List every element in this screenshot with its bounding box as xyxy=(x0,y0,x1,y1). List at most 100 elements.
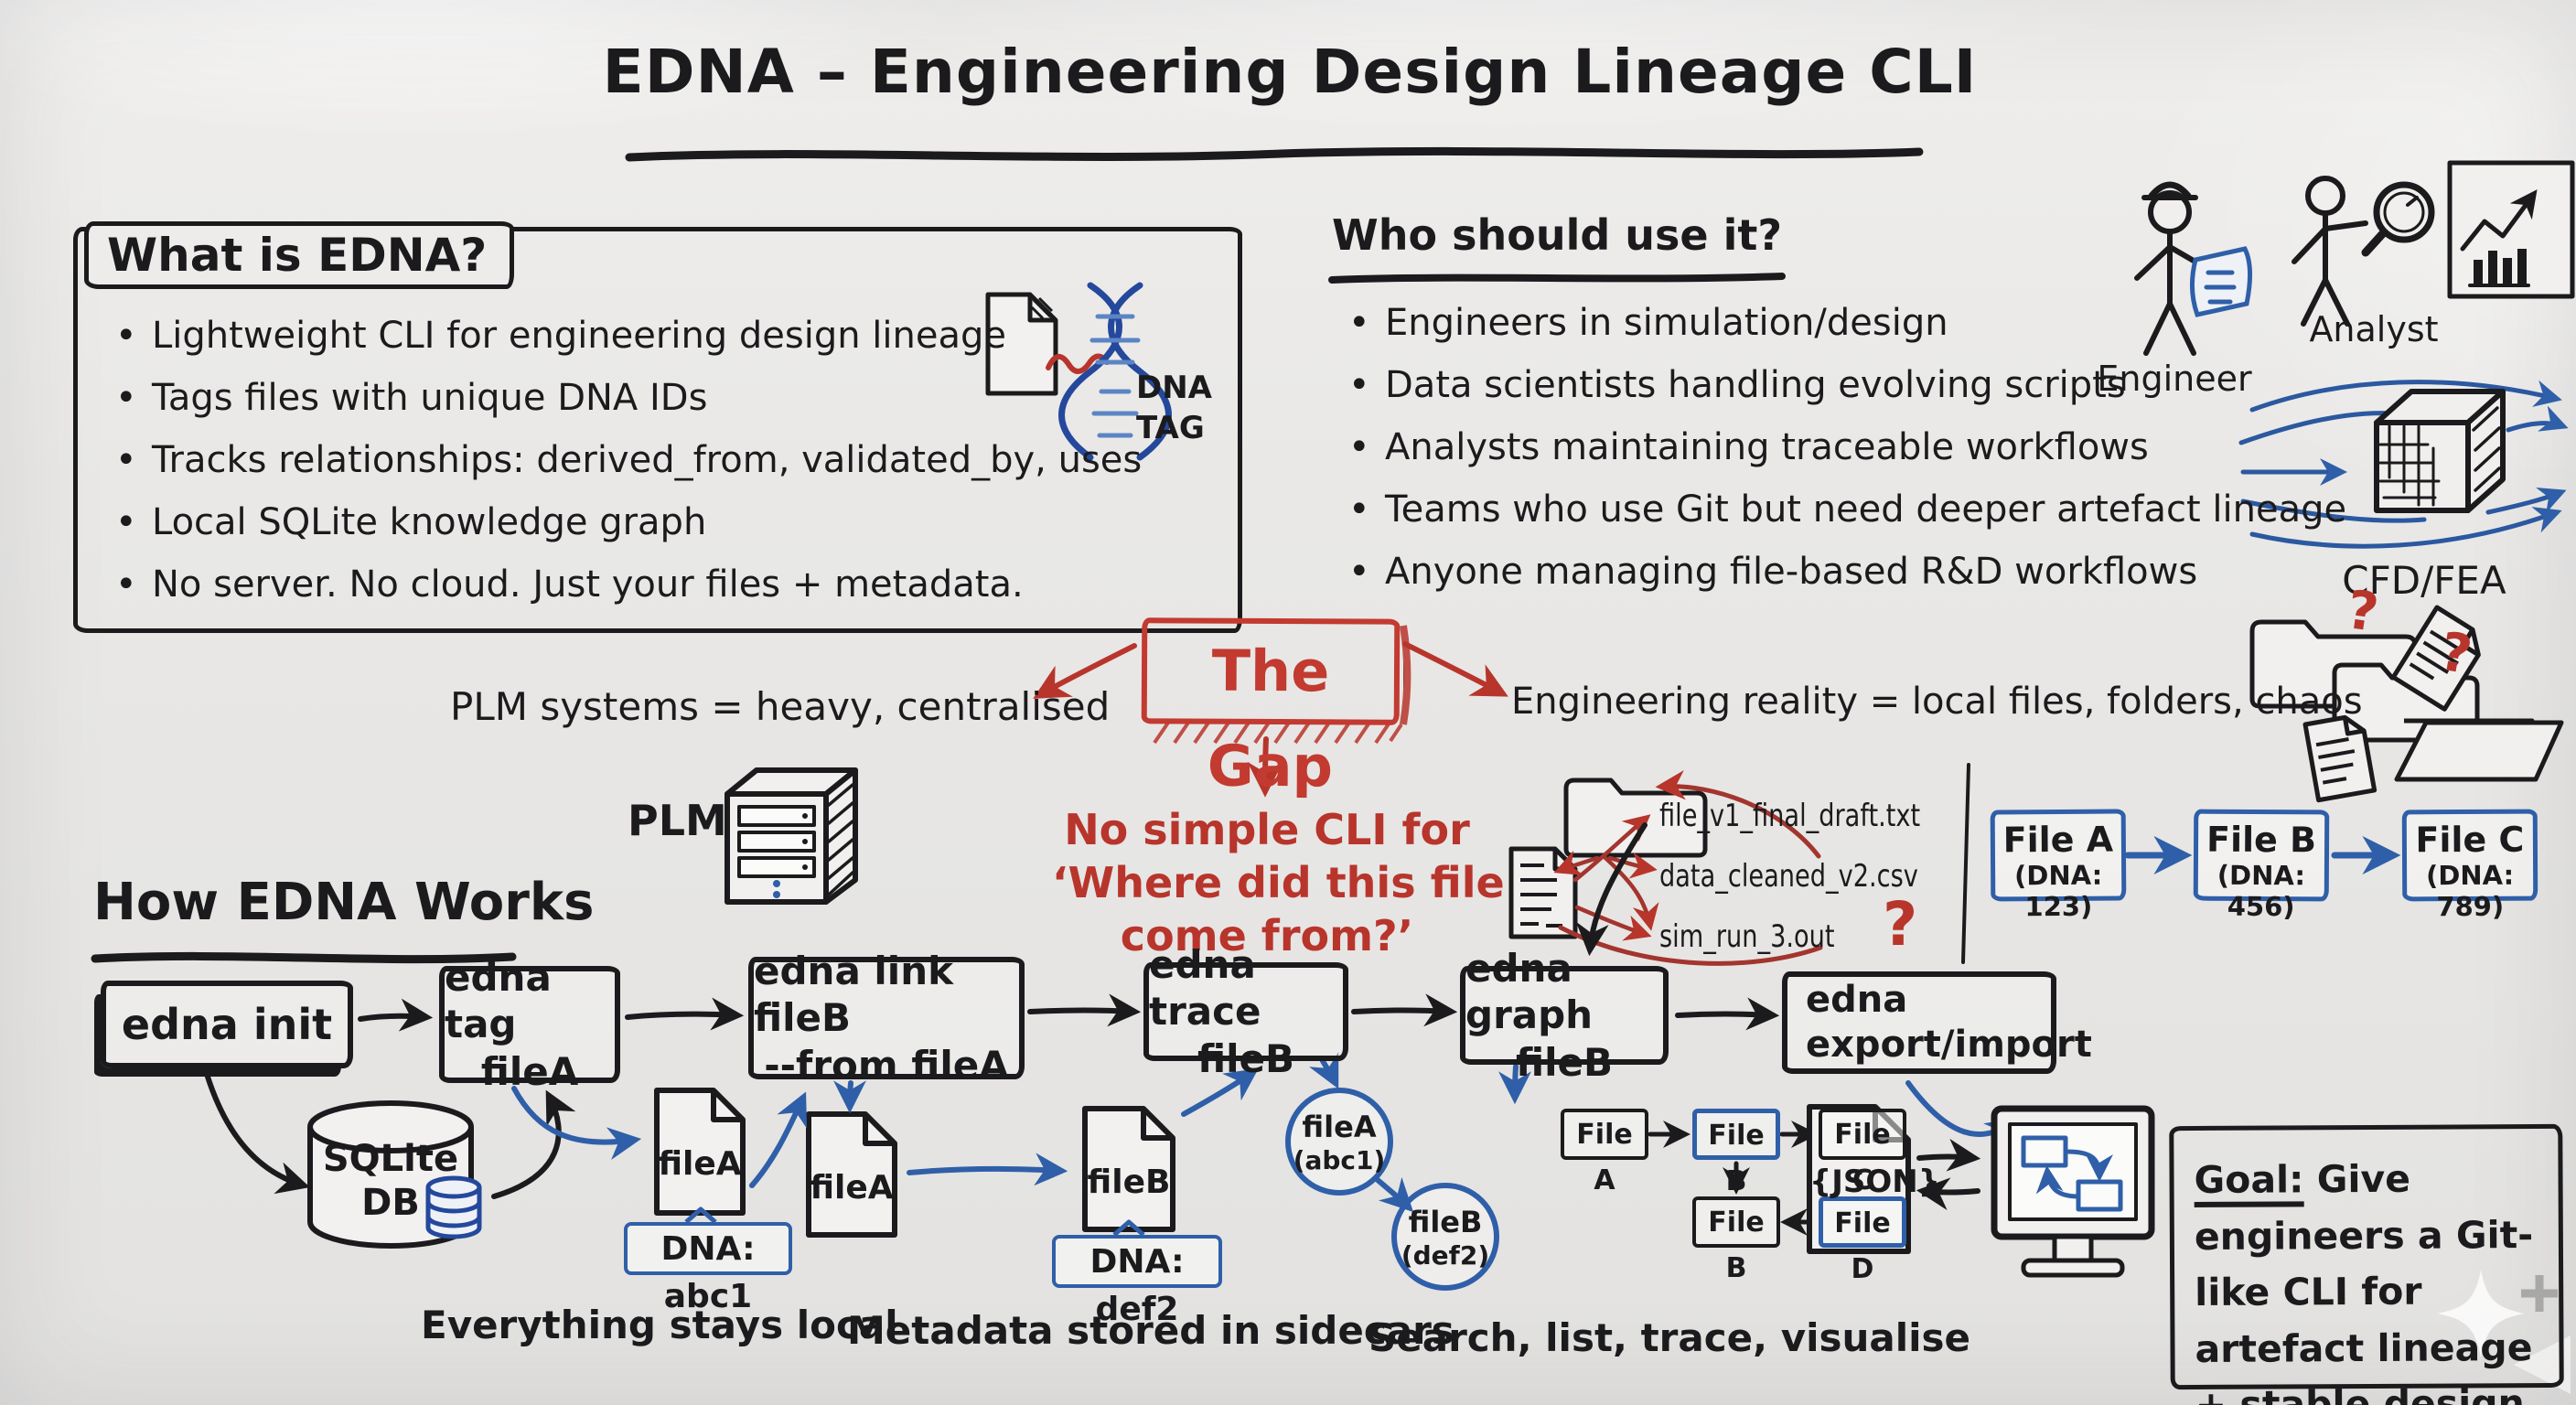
gap-arrows xyxy=(1033,641,1508,798)
plm-label: PLM xyxy=(628,796,727,845)
chain-node-file-c: File C (DNA: 789) xyxy=(2401,809,2538,922)
step-label-line2: --from fileA xyxy=(764,1042,1009,1088)
what-is-bullet: Tags files with unique DNA IDs xyxy=(110,377,1142,419)
caption-local: Everything stays local xyxy=(421,1303,898,1347)
step-edna-tag: edna tag fileA xyxy=(439,955,620,1094)
fileA-plain-doc-icon xyxy=(806,1111,897,1238)
fileB-callout-notch xyxy=(1112,1219,1145,1237)
step-label-line1: edna tag xyxy=(445,955,552,1047)
plm-systems-text: PLM systems = heavy, centralised xyxy=(450,684,1111,729)
chain-node-dna: (DNA: 456) xyxy=(2216,859,2306,923)
step-label: edna init xyxy=(121,999,333,1049)
no-cli-text-line1: No simple CLI for xyxy=(1064,805,1470,854)
goal-box: Goal: Give engineers a Git-like CLI for … xyxy=(2169,1123,2564,1405)
chain-node-file-a: File A (DNA: 123) xyxy=(1990,809,2127,922)
page-title: EDNA – Engineering Design Lineage CLI xyxy=(602,37,1978,107)
step-label-line1: edna graph xyxy=(1465,946,1594,1038)
transfer-arrows xyxy=(1916,1138,1981,1211)
no-cli-text-line3: come from?’ xyxy=(1120,911,1414,960)
fileA-dna-callout: DNA: abc1 xyxy=(624,1222,792,1315)
sqlite-label-line2: DB xyxy=(361,1182,420,1224)
fileA-tagged-doc-icon xyxy=(654,1088,746,1216)
trace-circles xyxy=(1285,1088,1499,1291)
json-label: {JSON} xyxy=(1809,1164,1940,1200)
what-is-bullet: Tracks relationships: derived_from, vali… xyxy=(110,439,1142,481)
who-bullet: Anyone managing file-based R&D workflows xyxy=(1343,551,2346,593)
analyst-label: Analyst xyxy=(2309,309,2439,349)
sparkle-watermark xyxy=(2437,1270,2571,1394)
caption-sidecars: Metadata stored in sidecars xyxy=(847,1308,1454,1353)
step-label-line2: fileB xyxy=(1515,1039,1614,1085)
who-bullets: Engineers in simulation/design Data scie… xyxy=(1343,302,2346,613)
messy-question-mark: ? xyxy=(1883,889,1918,960)
engineering-reality-text: Engineering reality = local files, folde… xyxy=(1511,681,2363,723)
graph-node-file-b: File B xyxy=(1692,1109,1780,1197)
graph-node-file-a: File A xyxy=(1561,1109,1648,1196)
messy-doc-icon xyxy=(1508,846,1578,939)
who-bullet: Analysts maintaining traceable workflows xyxy=(1343,426,2346,468)
plm-server-icon xyxy=(724,767,858,905)
step-edna-link: edna link fileB --from fileA xyxy=(748,949,1025,1088)
goal-text: Goal: Give engineers a Git-like CLI for … xyxy=(2194,1151,2539,1405)
messy-filename-1: file_v1_final_draft.txt xyxy=(1659,798,1921,834)
dna-tag-label-line2: TAG xyxy=(1136,410,1205,446)
step-label-line1: edna xyxy=(1806,979,1908,1022)
graph-node-file-c: File C xyxy=(1819,1109,1906,1196)
chain-node-dna: (DNA: 123) xyxy=(2013,859,2103,923)
chain-node-dna: (DNA: 789) xyxy=(2425,859,2515,923)
chain-node-name: File A xyxy=(2002,819,2114,861)
step-edna-graph: edna graph fileB xyxy=(1460,946,1669,1085)
gap-shadow-hatch xyxy=(1153,625,1411,745)
step-label-line1: edna link fileB xyxy=(754,949,954,1041)
what-is-bullet: Lightweight CLI for engineering design l… xyxy=(110,315,1142,357)
what-is-heading: What is EDNA? xyxy=(107,229,488,282)
chain-node-name: File B xyxy=(2206,819,2317,861)
goal-heading: Goal: xyxy=(2194,1157,2304,1207)
who-bullet: Data scientists handling evolving script… xyxy=(1343,364,2346,406)
divider-line xyxy=(1961,763,1970,964)
what-is-bullet: Local SQLite knowledge graph xyxy=(110,501,1142,543)
sqlite-label-line1: SQLite xyxy=(322,1138,459,1180)
trace-node-a-line2: (abc1) xyxy=(1293,1145,1386,1175)
step-edna-init: edna init xyxy=(101,981,353,1068)
cfd-cube-icon xyxy=(2238,380,2569,549)
messy-black-arrow xyxy=(1575,822,1648,957)
no-cli-text-line2: ‘Where did this file xyxy=(1052,858,1505,907)
fileA-plain-label: fileA xyxy=(810,1169,894,1207)
db-stack-icon xyxy=(425,1175,482,1239)
flow-arrows xyxy=(204,993,1780,1199)
fileA-callout-notch xyxy=(684,1207,717,1224)
who-bullet: Engineers in simulation/design xyxy=(1343,302,2346,344)
what-is-heading-box: What is EDNA? xyxy=(84,221,514,289)
what-is-bullet: No server. No cloud. Just your files + m… xyxy=(110,563,1142,606)
dna-tag-label-line1: DNA xyxy=(1136,370,1212,406)
chain-node-file-b: File B (DNA: 456) xyxy=(2193,809,2330,922)
cfd-fea-label: CFD/FEA xyxy=(2342,558,2506,603)
step-label-line2: export/import xyxy=(1806,1024,2092,1066)
how-heading: How EDNA Works xyxy=(93,873,595,932)
step-label-line2: fileA xyxy=(480,1048,579,1094)
monitor-icon xyxy=(1991,1105,2155,1278)
what-is-panel xyxy=(73,227,1242,633)
fileA-tagged-label: fileA xyxy=(658,1145,742,1183)
trace-node-a-line1: fileA xyxy=(1302,1110,1377,1144)
step-label-line2: fileB xyxy=(1197,1035,1295,1081)
messy-filename-2: data_cleaned_v2.csv xyxy=(1659,858,1918,895)
analyst-icon xyxy=(2292,160,2575,327)
chain-node-name: File C xyxy=(2415,819,2525,861)
engineer-label: Engineer xyxy=(2097,359,2252,399)
trace-node-b-line2: (def2) xyxy=(1401,1240,1490,1271)
fileB-dna-callout: DNA: def2 xyxy=(1052,1235,1222,1328)
step-edna-trace: edna trace fileB xyxy=(1143,942,1348,1081)
graph-node-file-d: File D xyxy=(1819,1196,1906,1285)
step-label-line1: edna trace xyxy=(1149,942,1261,1035)
the-gap-box: The Gap xyxy=(1141,617,1401,799)
what-is-bullets: Lightweight CLI for engineering design l… xyxy=(110,315,1142,626)
who-bullet: Teams who use Git but need deeper artefa… xyxy=(1343,488,2346,531)
fileB-tagged-doc-icon xyxy=(1082,1106,1175,1232)
trace-node-b-line1: fileB xyxy=(1408,1205,1483,1239)
fileB-tagged-label: fileB xyxy=(1087,1164,1171,1201)
blue-arrows xyxy=(511,1052,2020,1213)
